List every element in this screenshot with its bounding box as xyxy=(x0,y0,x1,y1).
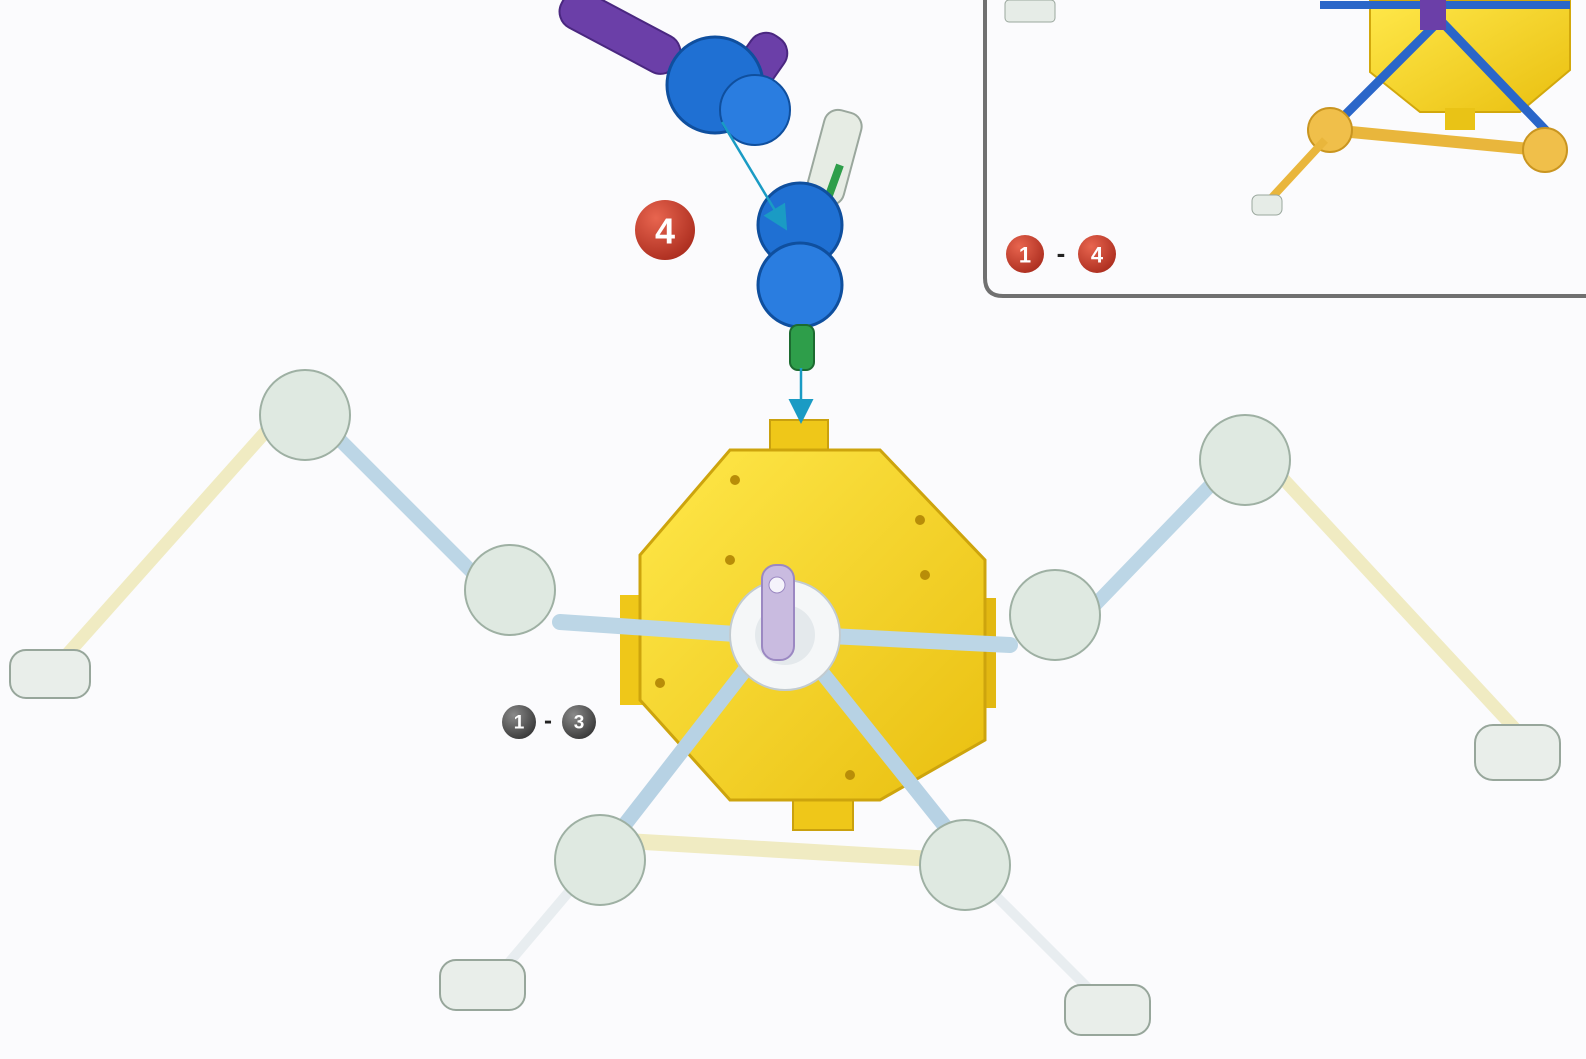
left-outer-rod xyxy=(55,410,285,668)
inset-panel: 1 - 4 xyxy=(985,0,1586,296)
inset-step-range: 1 - 4 xyxy=(1006,235,1116,273)
previous-from-number: 1 xyxy=(514,713,525,734)
step-badge: 4 xyxy=(635,200,695,260)
inset-to-number: 4 xyxy=(1091,243,1104,268)
right-outer-rod xyxy=(1275,470,1530,745)
step-number: 4 xyxy=(655,211,675,252)
previous-to-number: 3 xyxy=(574,713,585,734)
inset-separator: - xyxy=(1057,238,1066,268)
main-model-image xyxy=(10,370,1560,1035)
inset-from-number: 1 xyxy=(1019,243,1031,268)
step-4-parts xyxy=(553,0,865,414)
previous-steps-label: 1 - 3 xyxy=(502,705,596,739)
previous-separator: - xyxy=(544,708,552,735)
